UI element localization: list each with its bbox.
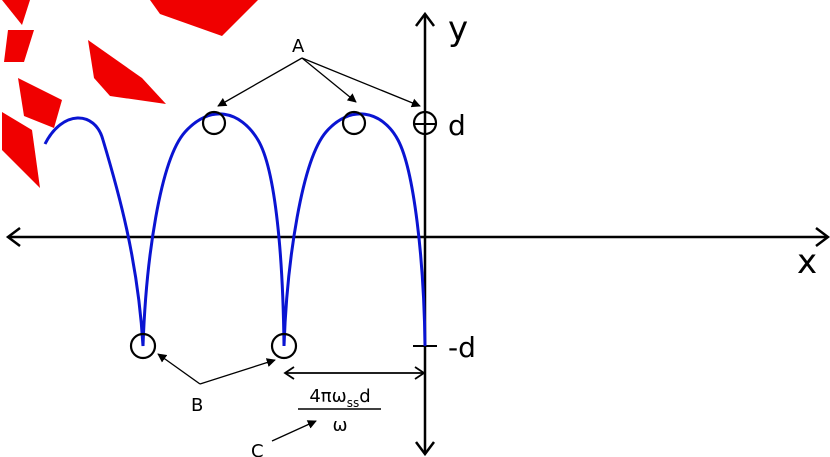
- y-axis: [415, 11, 435, 457]
- callout-b-arrows: [157, 353, 276, 385]
- spacing-dimension-arrow: [283, 366, 426, 380]
- point-a-circle-3: [412, 110, 438, 136]
- point-b-label: B: [191, 395, 203, 416]
- spacing-formula: 4πωssd ω: [298, 386, 381, 436]
- point-a-circle-2: [341, 110, 367, 136]
- x-axis-right-arrow-icon: [815, 227, 830, 247]
- point-a-label: A: [292, 36, 305, 57]
- callout-a-arrows: [217, 57, 421, 108]
- formula-denominator: ω: [332, 415, 347, 436]
- x-axis-label: x: [797, 242, 817, 282]
- formula-numerator: 4πωssd: [309, 386, 370, 410]
- d-label: d: [448, 109, 466, 142]
- point-a-circle-1: [201, 110, 227, 136]
- y-axis-label: y: [448, 9, 468, 49]
- x-axis-left-arrow-icon: [5, 227, 21, 247]
- watermark: [2, 0, 258, 188]
- point-c-label: C: [251, 441, 264, 457]
- y-axis-down-arrow-icon: [415, 441, 435, 457]
- neg-d-label: -d: [448, 331, 476, 364]
- point-b-circle-2: [270, 332, 298, 360]
- point-b-circle-1: [129, 332, 157, 360]
- cycloid-curve: [43, 112, 427, 347]
- callout-c-arrow: [271, 420, 317, 442]
- y-axis-up-arrow-icon: [415, 11, 435, 27]
